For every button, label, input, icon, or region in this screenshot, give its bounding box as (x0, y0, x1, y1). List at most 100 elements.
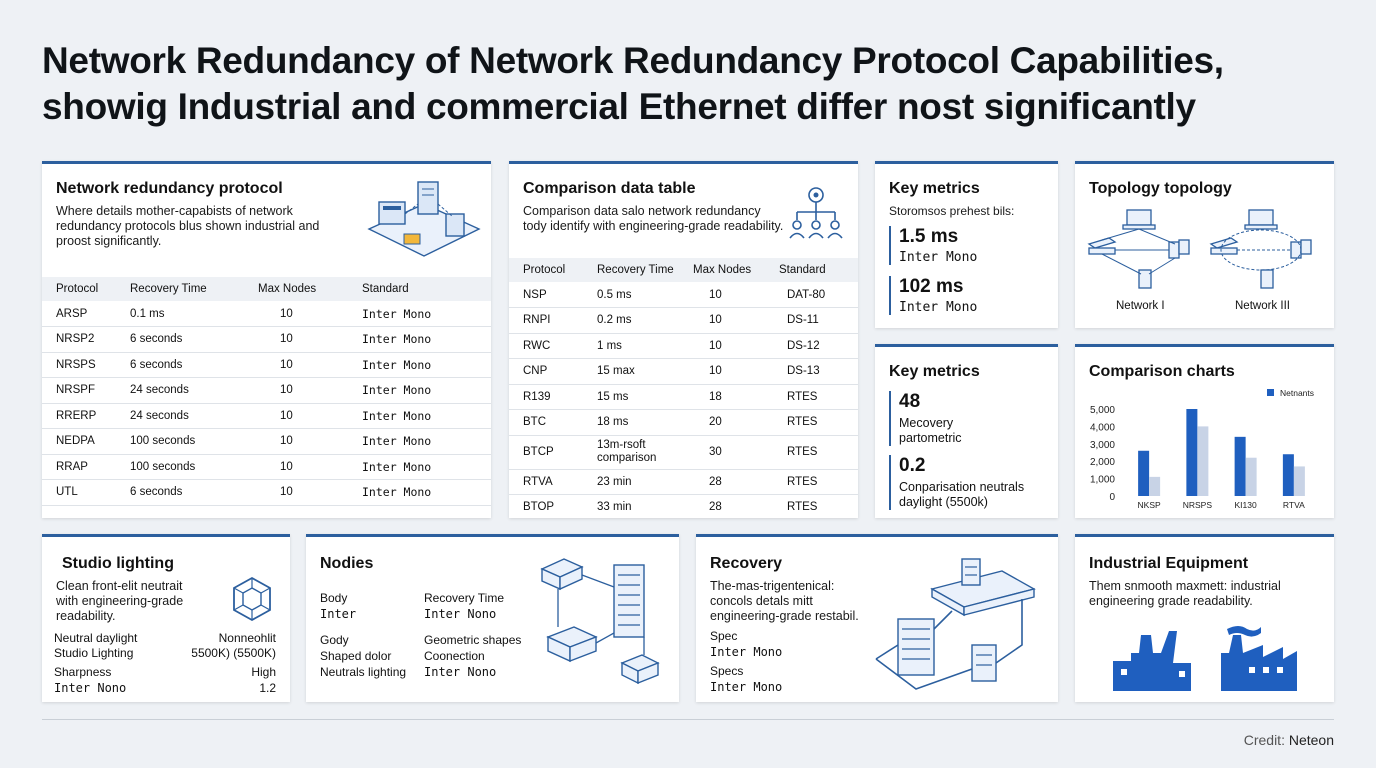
x-tick-label: NKSP (1138, 500, 1161, 510)
studio-row-3: Sharpness High (54, 665, 276, 679)
nodes-k1-value: Inter (320, 607, 357, 621)
metric-2-label: Inter Mono (899, 300, 978, 315)
chart-bar (1186, 409, 1198, 496)
y-tick-label: 3,000 (1090, 440, 1115, 451)
topology-label-2: Network III (1235, 300, 1290, 312)
legend-label: Netnants (1280, 388, 1314, 398)
metric-3-label: Mecovery partometric (899, 416, 962, 445)
recovery-title: Recovery (710, 555, 783, 572)
recovery-card: Recovery The-mas-trigentenical: concols … (696, 534, 1058, 702)
industrial-card: Industrial Equipment Them snmooth maxmet… (1075, 534, 1334, 702)
col-standard: Standard (362, 277, 491, 301)
x-tick-label: RTVA (1283, 500, 1305, 510)
comparison-table-desc: Comparison data salo network redundancy … (523, 204, 784, 233)
protocol-table: Protocol Recovery Time Max Nodes Standar… (42, 277, 491, 506)
studio-lighting-card: Studio lighting Clean front-elit neutrai… (42, 534, 290, 702)
col-recovery-time: Recovery Time (130, 277, 258, 301)
nodes-k4: Geometric shapes (424, 633, 522, 647)
recovery-k2-value: Inter Mono (710, 680, 783, 694)
network-server-illustration (367, 181, 481, 257)
nodes-k3: Gody (320, 633, 349, 647)
factory-icon (1113, 631, 1191, 691)
metric-4-value: 0.2 (899, 455, 926, 476)
protocol-card-title: Network redundancy protocol (56, 180, 283, 197)
topology-card: Topology topology Network I Network III (1075, 161, 1334, 328)
chart-bar (1293, 466, 1305, 496)
credit: Credit: Neteon (1244, 732, 1334, 748)
studio-row-4: Inter Nono 1.2 (54, 681, 276, 695)
recovery-k1: Spec (710, 629, 738, 643)
studio-title: Studio lighting (62, 555, 174, 572)
x-tick-label: KI130 (1235, 500, 1257, 510)
key-metrics-title-1: Key metrics (889, 180, 980, 197)
studio-row-1: Neutral daylight Nonneohlit (54, 631, 276, 645)
topology-label-1: Network I (1116, 300, 1165, 312)
nodes-title: Nodies (320, 555, 374, 572)
chart-bar (1149, 476, 1161, 496)
chart-bar (1282, 454, 1294, 496)
metric-3: 48 Mecovery partometric (889, 391, 1049, 446)
chart-bar (1138, 450, 1150, 496)
credit-label: Credit: (1243, 732, 1285, 748)
metric-3-value: 48 (899, 391, 921, 412)
credit-value: Neteon (1288, 732, 1334, 748)
recovery-k1-value: Inter Mono (710, 645, 783, 659)
x-tick-label: NRSPS (1183, 500, 1213, 510)
recovery-k2: Specs (710, 664, 744, 678)
server-rack-illustration (540, 558, 660, 685)
legend-swatch (1267, 389, 1274, 396)
key-metrics-card-2: Key metrics 48 Mecovery partometric 0.2 … (875, 344, 1058, 518)
nodes-card: Nodies Body Inter Recovery Time Inter No… (306, 534, 679, 702)
industrial-desc: Them snmooth maxmett: industrial enginee… (1089, 579, 1281, 608)
y-tick-label: 2,000 (1090, 457, 1115, 468)
footer-divider (42, 719, 1334, 720)
nodes-k3-value: Shaped dolor (320, 649, 392, 663)
metric-1: 1.5 ms Inter Mono (889, 226, 977, 265)
protocol-card-desc: Where details mother-capabists of networ… (56, 204, 320, 248)
key-metrics-card-1: Key metrics Storomsos prehest bils: 1.5 … (875, 161, 1058, 328)
recovery-desc: The-mas-trigentenical: concols detals mi… (710, 579, 859, 623)
comparison-table-title: Comparison data table (523, 180, 696, 197)
studio-desc: Clean front-elit neutrait with engineeri… (56, 579, 184, 623)
metric-1-label: Inter Mono (899, 250, 978, 265)
metric-4-label: Conparisation neutrals daylight (5500k) (899, 480, 1025, 509)
metric-1-value: 1.5 ms (899, 226, 959, 247)
nodes-k4-value: Coonection (424, 649, 485, 663)
studio-row-2: Studio Lighting 5500K) (5500K) (54, 646, 276, 660)
nodes-k3-extra: Neutrals lighting (320, 665, 407, 679)
page-title: Network Redundancy of Network Redundancy… (42, 40, 1224, 127)
key-metrics-title-2: Key metrics (889, 363, 980, 380)
col-protocol: Protocol (42, 277, 130, 301)
nodes-k2: Recovery Time (424, 591, 505, 605)
topology-diagram (1087, 209, 1312, 289)
nodes-k4-extra: Inter Nono (424, 665, 497, 679)
comparison-table-card: Comparison data table Comparison data sa… (509, 161, 858, 518)
y-tick-label: 5,000 (1090, 405, 1115, 416)
y-tick-label: 0 (1109, 492, 1115, 503)
topology-title: Topology topology (1089, 180, 1232, 197)
hexagon-network-icon (233, 576, 271, 622)
metric-4: 0.2 Conparisation neutrals daylight (550… (889, 455, 1049, 510)
key-metrics-subtitle: Storomsos prehest bils: (889, 204, 1015, 218)
protocol-card: Network redundancy protocol Where detail… (42, 161, 491, 518)
y-tick-label: 1,000 (1090, 475, 1115, 486)
chart-title: Comparison charts (1089, 363, 1235, 380)
recovery-network-illustration (875, 558, 1036, 690)
comparison-table: Protocol Recovery Time Max Nodes Standar… (509, 258, 858, 518)
